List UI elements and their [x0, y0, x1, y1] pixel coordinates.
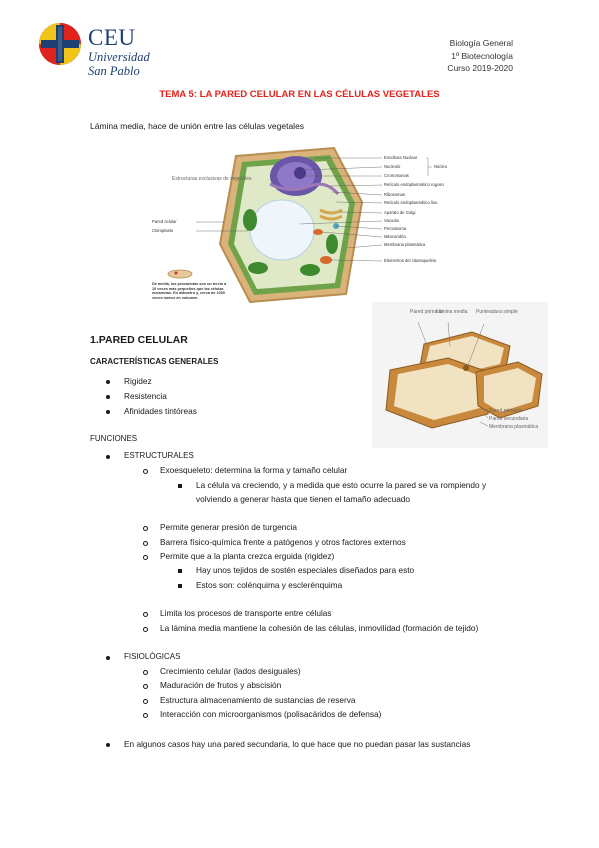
bullet-circle: [143, 670, 148, 675]
fig1-label-4: Ribosomas: [384, 192, 405, 197]
fig2-label-top-2: Punteadura simple: [476, 309, 518, 315]
bullet-dot: [106, 395, 110, 399]
caracteristica-item: Afinidades tintóreas: [124, 406, 197, 416]
bullet-dot: [106, 410, 110, 414]
intro-text: Lámina media, hace de unión entre las cé…: [90, 121, 305, 131]
fisiologica-item: Estructura almacenamiento de sustancias …: [160, 695, 356, 705]
fig1-label-3: Retículo endoplasmático rugoso: [384, 182, 444, 187]
course-info: Biología General 1º Biotecnología Curso …: [447, 37, 513, 75]
estructural-sub-item: volviendo a generar hasta que tienen el …: [196, 494, 411, 504]
caracteristicas-heading: CARACTERÍSTICAS GENERALES: [90, 357, 219, 366]
fig1-label-2: Cromosomas: [384, 173, 409, 178]
fig1-caption: De media, los procariotas son un tercio …: [152, 282, 227, 300]
fig1-label-9: Mitocondria: [384, 234, 406, 239]
bullet-circle: [143, 684, 148, 689]
bullet-circle: [143, 555, 148, 560]
course-degree: 1º Biotecnología: [451, 50, 513, 61]
logo-sub1: Universidad: [88, 50, 150, 64]
bullet-dot: [106, 743, 110, 747]
caracteristica-item: Rigidez: [124, 376, 152, 386]
bullet-circle: [143, 541, 148, 546]
bullet-circle: [143, 469, 148, 474]
fig1-label-0: Envoltura Nuclear: [384, 155, 418, 160]
bullet-dot: [106, 380, 110, 384]
fig1-label-6: Aparato de Golgi: [384, 210, 415, 215]
fig1-label-8: Peroxisoma: [384, 226, 407, 231]
final-note: En algunos casos hay una pared secundari…: [124, 739, 471, 749]
logo-name: CEU: [88, 25, 136, 50]
estructural-sub-item: Estos son: colénquima y esclerénquima: [196, 580, 343, 590]
course-year: Curso 2019-2020: [447, 63, 513, 73]
fig2-label-top-0: Pared primaria: [410, 309, 443, 315]
cell-wall-figure: Pared primaria Lámina media Punteadura s…: [372, 302, 548, 448]
fig1-left-label-1: Pared celular: [152, 219, 177, 224]
estructural-item: Permite generar presión de turgencia: [160, 522, 297, 532]
course-subject: Biología General: [449, 38, 513, 48]
fisiologica-item: Maduración de frutos y abscisión: [160, 680, 282, 690]
estructural-item: Limita los procesos de transporte entre …: [160, 608, 332, 618]
fisiologica-item: Interacción con microorganismos (polisac…: [160, 709, 382, 719]
bullet-circle: [143, 526, 148, 531]
estructural-item: Permite que a la planta crezca erguida (…: [160, 551, 335, 561]
ceu-logo: CEU Universidad San Pablo: [38, 22, 198, 86]
bullet-circle: [143, 699, 148, 704]
estructural-sub-item: La célula va creciendo, y a medida que e…: [196, 480, 487, 490]
funciones-heading: FUNCIONES: [90, 434, 138, 443]
logo-sub2: San Pablo: [88, 64, 140, 78]
fig1-label-1: Nucleolo: [384, 164, 401, 169]
fig1-label-10: Membrana plasmática: [384, 242, 426, 247]
bullet-dot: [106, 656, 110, 660]
ceu-emblem-icon: [39, 23, 81, 65]
estructurales-label: ESTRUCTURALES: [124, 451, 194, 460]
bullet-square: [178, 569, 182, 573]
bullet-circle: [143, 612, 148, 617]
fig1-left-label-2: Cloroplasto: [152, 228, 174, 233]
estructural-item: La lámina media mantiene la cohesión de …: [160, 623, 479, 633]
estructural-item: Barrera físico-química frente a patógeno…: [160, 537, 406, 547]
fig2-label-right-2: Membrana plasmática: [489, 424, 538, 430]
section-heading: 1.PARED CELULAR: [90, 334, 188, 346]
fisiologica-item: Crecimiento celular (lados desiguales): [160, 666, 301, 676]
bullet-circle: [143, 713, 148, 718]
fig2-label-right-1: Pared secundaria: [489, 416, 528, 422]
fig2-label-top-1: Lámina media: [436, 309, 468, 315]
fig1-label-11: Elementos del citoesqueleto: [384, 258, 437, 263]
fig1-left-label-0: Estructuras exclusivas de vegetales: [172, 176, 252, 182]
bullet-circle: [143, 627, 148, 632]
fig1-label-5: Retículo endoplasmático liso: [384, 200, 438, 205]
estructural-item: Exoesqueleto: determina la forma y tamañ…: [160, 465, 348, 475]
fig1-bracket-label: Núcleo: [434, 164, 448, 169]
plant-cell-figure: Envoltura Nuclear Nucleolo Cromosomas Re…: [152, 146, 448, 304]
bullet-square: [178, 484, 182, 488]
fig2-label-right-0: Pared primaria: [489, 408, 522, 414]
page-title: TEMA 5: LA PARED CELULAR EN LAS CÉLULAS …: [159, 89, 440, 100]
estructural-sub-item: Hay unos tejidos de sostén especiales di…: [196, 565, 415, 575]
bullet-square: [178, 584, 182, 588]
bullet-dot: [106, 455, 110, 459]
fisiologicas-label: FISIOLÓGICAS: [124, 652, 181, 661]
caracteristica-item: Resistencia: [124, 391, 167, 401]
fig1-label-7: Vacuola: [384, 218, 399, 223]
